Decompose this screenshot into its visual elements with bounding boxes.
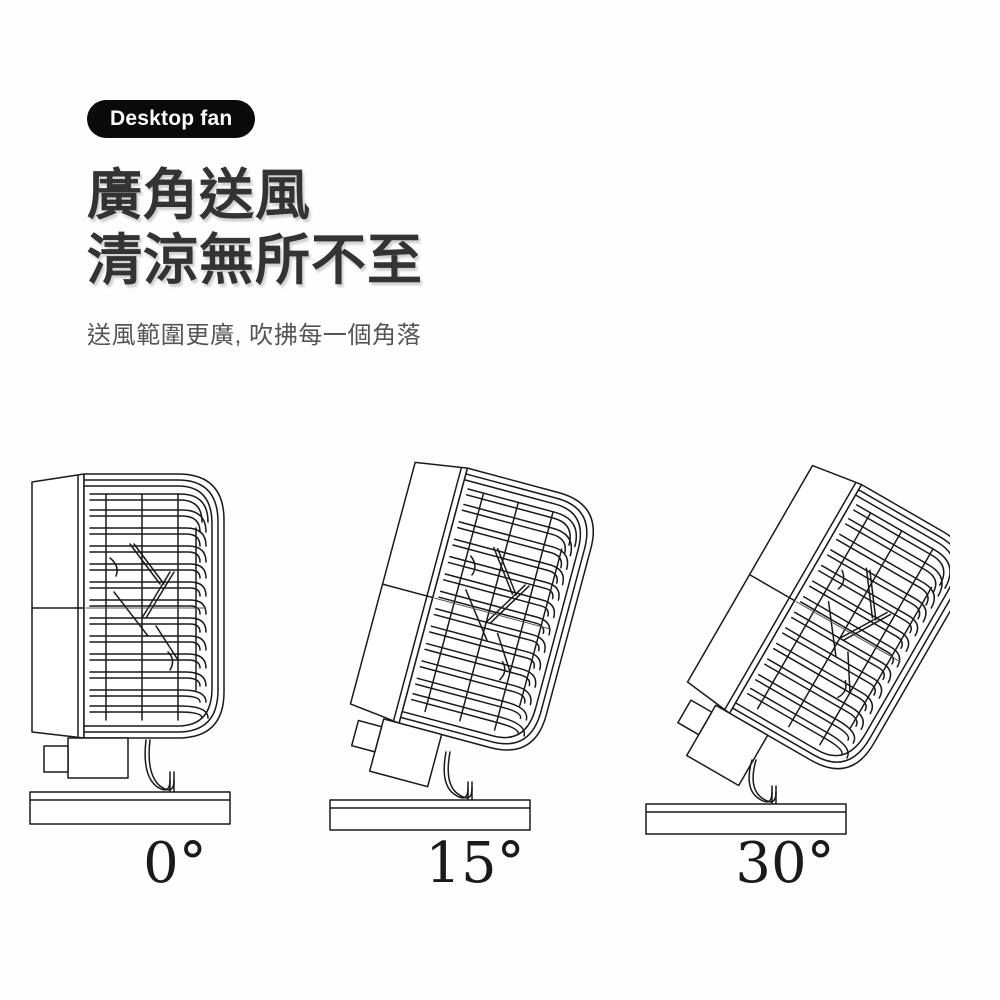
page-title: 廣角送風 清涼無所不至 xyxy=(87,163,687,293)
angle-label-1: 15° xyxy=(425,831,525,896)
fan-drawing-15-degrees xyxy=(329,461,595,831)
fan-illustration-row: 0° xyxy=(0,440,1000,910)
angle-label-2: 30° xyxy=(735,831,835,896)
page-subtitle: 送風範圍更廣, 吹拂每一個角落 xyxy=(87,321,422,349)
fan-figure-1: 15° xyxy=(310,440,640,910)
page-title-line-1: 廣角送風 xyxy=(87,164,312,226)
category-badge: Desktop fan xyxy=(87,100,256,138)
fan-figure-2: 30° xyxy=(620,440,950,910)
fan-drawing-0-degrees xyxy=(29,473,231,825)
fan-drawing-30-degrees xyxy=(645,464,950,835)
headline-block: Desktop fan 廣角送風 清涼無所不至 送風範圍更廣, 吹拂每一個角落 xyxy=(87,100,687,350)
angle-label-0: 0° xyxy=(143,831,207,896)
page-title-line-2: 清涼無所不至 xyxy=(87,228,424,291)
fan-figure-0: 0° xyxy=(10,440,340,910)
